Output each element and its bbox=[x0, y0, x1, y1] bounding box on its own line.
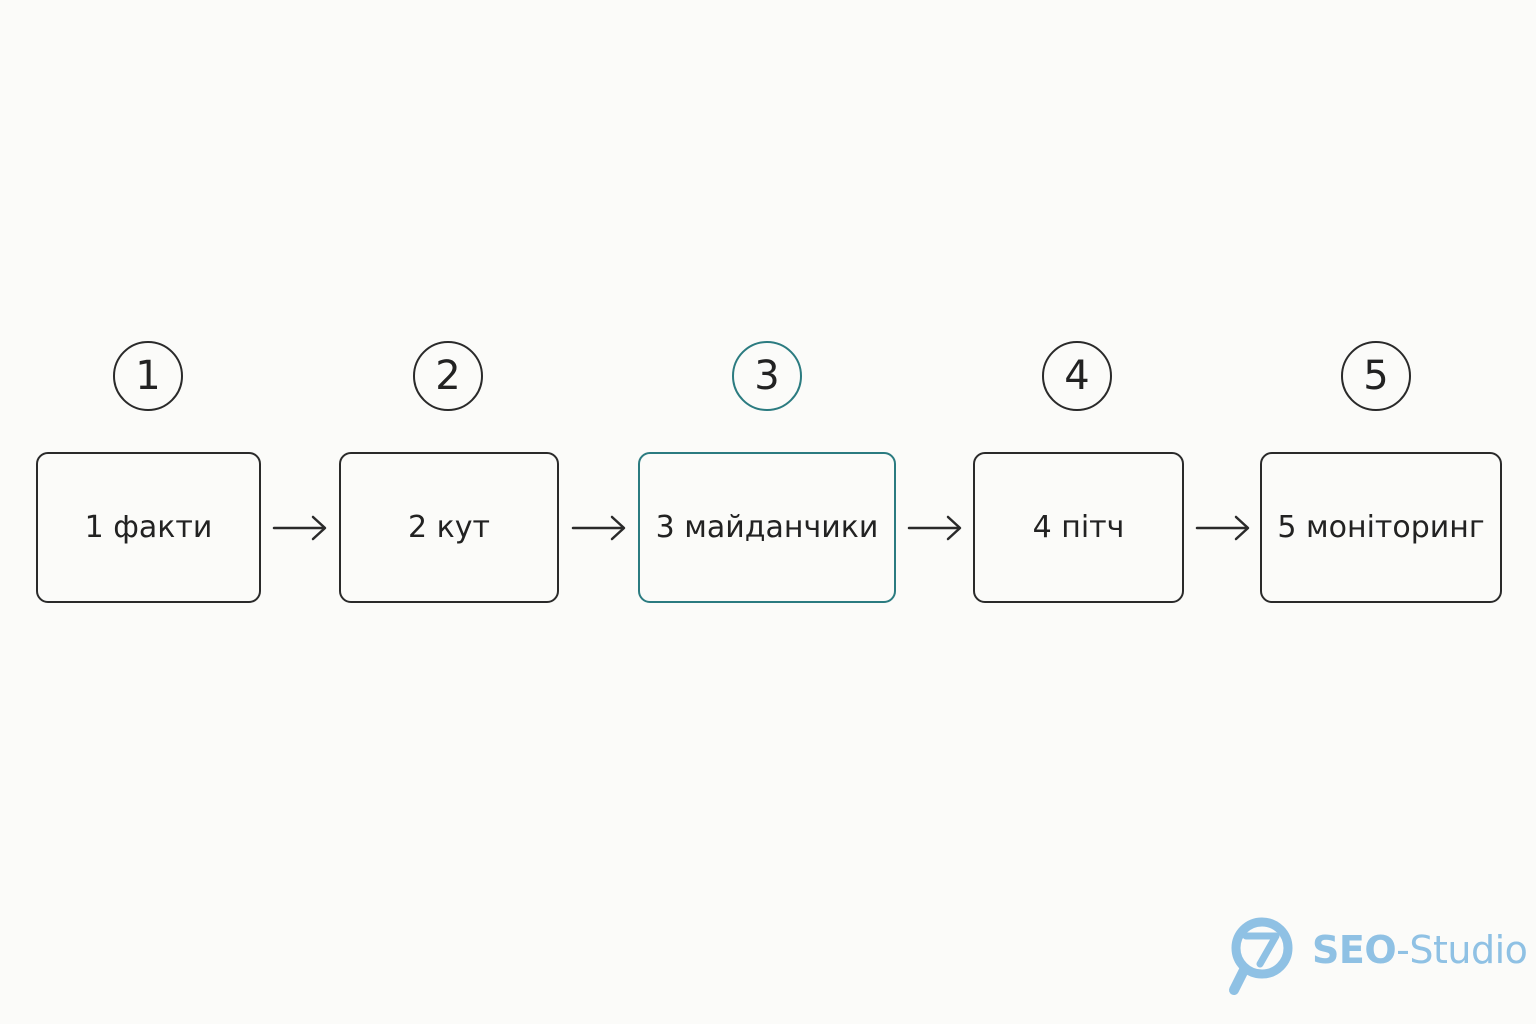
magnifier-seven-icon bbox=[1229, 917, 1293, 995]
step-3-number: 3 bbox=[732, 341, 802, 411]
step-4-number: 4 bbox=[1042, 341, 1112, 411]
step-1-number: 1 bbox=[113, 341, 183, 411]
arrow-right-icon bbox=[907, 515, 962, 541]
logo-wordmark-rest: -Studio bbox=[1396, 928, 1528, 972]
step-4-box: 4 пітч bbox=[973, 452, 1184, 603]
arrow-right-icon bbox=[272, 515, 327, 541]
step-2-box: 2 кут bbox=[339, 452, 559, 603]
step-2-number: 2 bbox=[413, 341, 483, 411]
step-1-box: 1 факти bbox=[36, 452, 261, 603]
logo-wordmark: SEO-Studio bbox=[1312, 928, 1528, 972]
step-3-box: 3 майданчики bbox=[638, 452, 896, 603]
step-5-number: 5 bbox=[1341, 341, 1411, 411]
step-5-box: 5 моніторинг bbox=[1260, 452, 1502, 603]
arrow-right-icon bbox=[571, 515, 626, 541]
seo-studio-logo: SEO-Studio bbox=[1226, 914, 1528, 998]
arrow-right-icon bbox=[1195, 515, 1250, 541]
logo-wordmark-bold: SEO bbox=[1312, 928, 1397, 972]
